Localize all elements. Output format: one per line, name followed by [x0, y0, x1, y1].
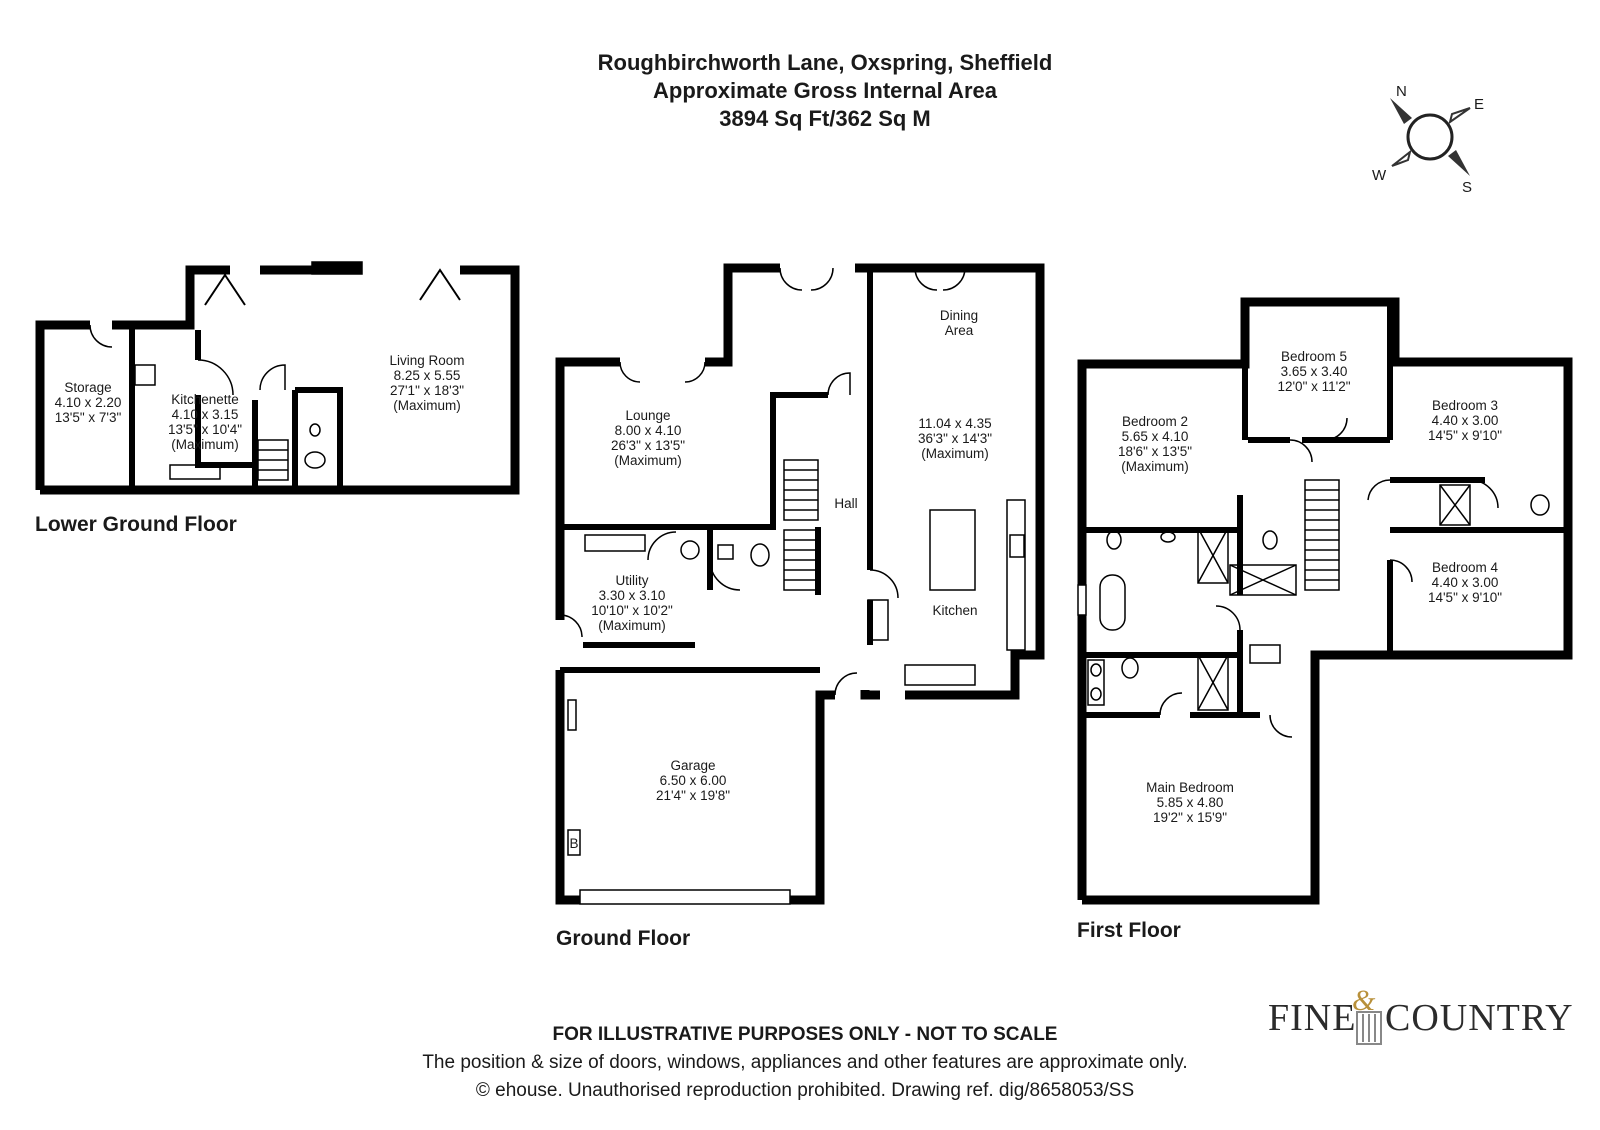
kitchen-name: Kitchen [932, 603, 977, 618]
disclaimer-text: FOR ILLUSTRATIVE PURPOSES ONLY - NOT TO … [552, 1024, 1058, 1045]
bedroom2-imperial: 18'6" x 13'5" [1118, 444, 1192, 459]
main-bedroom-imperial: 19'2" x 15'9" [1153, 810, 1227, 825]
garage-name: Garage [670, 758, 715, 773]
compass-e: E [1474, 96, 1484, 113]
copyright-text: © ehouse. Unauthorised reproduction proh… [475, 1080, 1135, 1101]
approximation-note: The position & size of doors, windows, a… [422, 1052, 1188, 1073]
hall-name: Hall [834, 496, 857, 511]
fine-and-country-logo: FINE & COUNTRY [1268, 984, 1574, 1045]
storage-metric: 4.10 x 2.20 [55, 395, 122, 410]
ground-floor-label: Ground Floor [556, 927, 691, 950]
living-room-name: Living Room [389, 353, 464, 368]
bedroom4-metric: 4.40 x 3.00 [1432, 575, 1499, 590]
bedroom3-imperial: 14'5" x 9'10" [1428, 428, 1502, 443]
garage-imperial: 21'4" x 19'8" [656, 788, 730, 803]
kitchenette-metric: 4.10 x 3.15 [172, 407, 239, 422]
main-bedroom-name: Main Bedroom [1146, 780, 1234, 795]
kitchen-imperial: 36'3" x 14'3" [918, 431, 992, 446]
lower-ground-floor-plan [35, 265, 520, 495]
lower-ground-details [89, 261, 461, 481]
utility-name: Utility [616, 573, 649, 588]
living-room-imperial: 27'1" x 18'3" [390, 383, 464, 398]
bedroom3-metric: 4.40 x 3.00 [1432, 413, 1499, 428]
compass-s: S [1462, 179, 1472, 196]
first-floor-label: First Floor [1077, 919, 1181, 942]
bedroom3-name: Bedroom 3 [1432, 398, 1498, 413]
storage-imperial: 13'5" x 7'3" [55, 410, 122, 425]
utility-metric: 3.30 x 3.10 [599, 588, 666, 603]
dining-name: Dining [940, 308, 978, 323]
compass-n: N [1396, 83, 1407, 100]
bedroom4-imperial: 14'5" x 9'10" [1428, 590, 1502, 605]
compass-w: W [1372, 167, 1387, 184]
kitchenette-imperial: 13'5" x 10'4" [168, 422, 242, 437]
bedroom5-name: Bedroom 5 [1281, 349, 1347, 364]
living-room-metric: 8.25 x 5.55 [394, 368, 461, 383]
utility-note: (Maximum) [598, 618, 666, 633]
kitchenette-note: (Maximum) [171, 437, 239, 452]
garage-metric: 6.50 x 6.00 [660, 773, 727, 788]
bedroom4-name: Bedroom 4 [1432, 560, 1499, 575]
svg-text:COUNTRY: COUNTRY [1385, 997, 1574, 1039]
kitchen-note: (Maximum) [921, 446, 989, 461]
boiler-label: B [569, 836, 578, 851]
compass-icon: N E S W [1372, 83, 1484, 196]
bedroom2-metric: 5.65 x 4.10 [1122, 429, 1189, 444]
bedroom2-name: Bedroom 2 [1122, 414, 1188, 429]
main-bedroom-metric: 5.85 x 4.80 [1157, 795, 1224, 810]
storage-name: Storage [64, 380, 111, 395]
svg-text:FINE: FINE [1268, 997, 1356, 1039]
lounge-metric: 8.00 x 4.10 [615, 423, 682, 438]
first-floor-details [1077, 417, 1550, 738]
ground-floor-details [559, 267, 1026, 905]
lounge-note: (Maximum) [614, 453, 682, 468]
address-title: Roughbirchworth Lane, Oxspring, Sheffiel… [597, 50, 1053, 75]
bedroom2-note: (Maximum) [1121, 459, 1189, 474]
area-value: 3894 Sq Ft/362 Sq M [719, 106, 931, 131]
area-title: Approximate Gross Internal Area [653, 78, 997, 103]
kitchenette-name: Kitchenette [171, 392, 239, 407]
living-room-note: (Maximum) [393, 398, 461, 413]
bedroom5-imperial: 12'0" x 11'2" [1277, 379, 1350, 394]
utility-imperial: 10'10" x 10'2" [591, 603, 673, 618]
lower-ground-floor-label: Lower Ground Floor [35, 513, 237, 536]
lounge-name: Lounge [625, 408, 670, 423]
kitchen-metric: 11.04 x 4.35 [918, 416, 991, 431]
bedroom5-metric: 3.65 x 3.40 [1281, 364, 1348, 379]
dining-name-2: Area [945, 323, 974, 338]
lounge-imperial: 26'3" x 13'5" [611, 438, 685, 453]
